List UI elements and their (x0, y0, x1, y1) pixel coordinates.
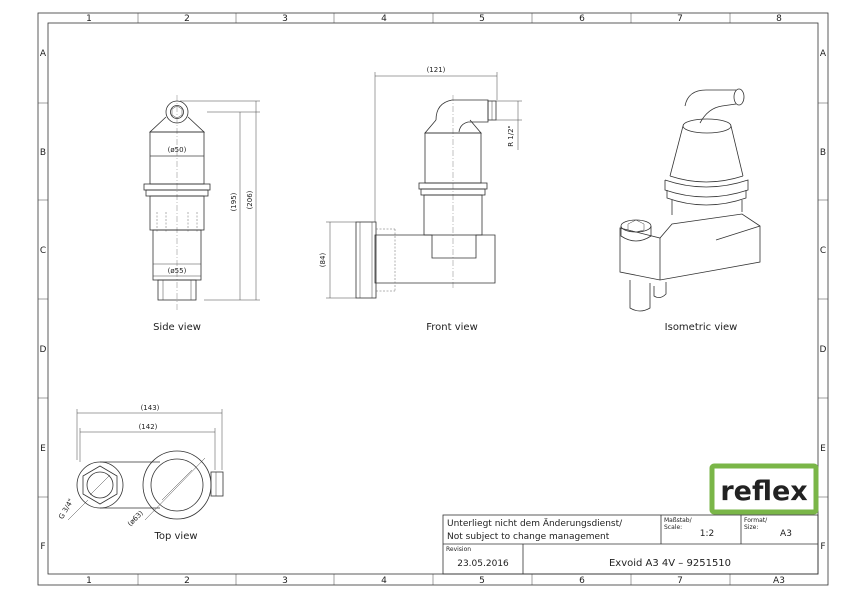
top-view-drawing (67, 409, 224, 521)
grid-row-label: E (40, 444, 46, 454)
inner-frame (47, 22, 819, 575)
grid-col-label: 5 (479, 576, 485, 586)
grid-col-label: 3 (282, 576, 288, 586)
grid-row-label: D (820, 345, 827, 355)
grid-col-label: 1 (86, 576, 92, 586)
grid-row-label: E (820, 444, 826, 454)
dim-front-thread: R 1/2" (507, 125, 515, 147)
grid-column-labels-top: 1 2 3 4 5 6 7 8 (86, 14, 782, 24)
dim-top-width-143: (143) (141, 404, 160, 412)
dim-front-width-121: (121) (427, 66, 446, 74)
dim-side-diameter-50: (ø50) (168, 146, 187, 154)
grid-col-label: 4 (381, 14, 387, 24)
note-german: Unterliegt nicht dem Änderungsdienst/ (447, 518, 623, 529)
scale-value: 1:2 (700, 529, 714, 539)
front-view-drawing (326, 72, 522, 299)
grid-col-label: 6 (579, 14, 585, 24)
isometric-view-drawing (619, 88, 761, 312)
grid-sheet-size-label: A3 (773, 576, 785, 586)
dim-front-height-84: (84) (319, 253, 327, 268)
side-view-label: Side view (153, 322, 201, 333)
grid-col-label: 3 (282, 14, 288, 24)
grid-row-labels-right: A B C D E F (820, 49, 827, 552)
dim-top-width-142: (142) (139, 423, 158, 431)
reflex-logo-text: reflex (720, 476, 807, 507)
grid-col-label: 7 (677, 576, 683, 586)
dim-top-thread: G 3/4" (57, 497, 75, 520)
grid-col-label: 1 (86, 14, 92, 24)
dim-top-diameter-63: (ø63) (126, 509, 145, 528)
grid-row-label: C (820, 246, 826, 256)
grid-row-label: B (820, 148, 826, 158)
dim-side-height-195: (195) (230, 192, 238, 211)
top-view-label: Top view (153, 531, 197, 542)
grid-col-label: 2 (184, 14, 190, 24)
revision-label: Revision (446, 546, 471, 553)
reflex-logo: reflex (709, 463, 819, 515)
dim-side-height-206: (206) (246, 190, 254, 209)
grid-col-label: 7 (677, 14, 683, 24)
isometric-view-label: Isometric view (665, 322, 738, 333)
note-english: Not subject to change management (447, 532, 610, 542)
format-label-line2: Size: (744, 524, 758, 531)
scale-label-line1: Maßstab/ (664, 517, 693, 524)
format-label-line1: Format/ (744, 517, 768, 524)
grid-row-label: A (40, 49, 47, 59)
grid-row-labels-left: A B C D E F (40, 49, 47, 552)
format-value: A3 (780, 529, 792, 539)
revision-date: 23.05.2016 (457, 559, 509, 569)
side-view-drawing (143, 95, 260, 310)
title-block (442, 514, 819, 575)
grid-col-label: 6 (579, 576, 585, 586)
dim-side-diameter-55: (ø55) (168, 267, 187, 275)
grid-col-label: 5 (479, 14, 485, 24)
drawing-title: Exvoid A3 4V – 9251510 (609, 558, 731, 569)
scale-label-line2: Scale: (664, 524, 682, 531)
grid-col-label: 8 (776, 14, 782, 24)
grid-row-label: F (820, 542, 825, 552)
grid-row-label: A (820, 49, 827, 59)
grid-col-label: 2 (184, 576, 190, 586)
grid-row-label: B (40, 148, 46, 158)
grid-column-labels-bottom: 1 2 3 4 5 6 7 A3 (86, 576, 785, 586)
grid-col-label: 4 (381, 576, 387, 586)
grid-row-label: D (40, 345, 47, 355)
grid-row-label: F (40, 542, 45, 552)
grid-row-label: C (40, 246, 46, 256)
front-view-label: Front view (426, 322, 478, 333)
grid-ticks (38, 13, 828, 585)
